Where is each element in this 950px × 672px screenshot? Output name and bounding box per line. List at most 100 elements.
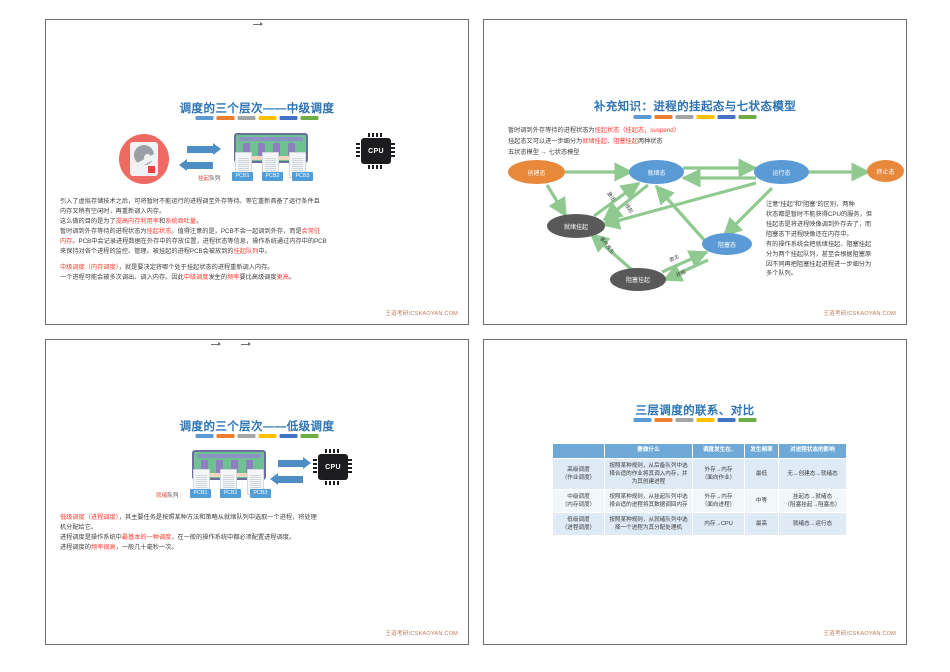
table-header-cell-4: 对进程状态的影响 — [778, 443, 847, 459]
state-node-terminated: 终止态 — [867, 160, 904, 182]
cpu-label: CPU — [325, 463, 341, 471]
slide-body-text: 引入了虚拟存储技术之后，可将暂时不能运行的进程调至外存等待。等它重新具备了运行条… — [60, 197, 458, 283]
table-cell-r1-c0: 中级调度（内存调度） — [552, 488, 605, 514]
page-title: 调度的三个层次——低级调度 — [179, 421, 335, 433]
table-header-cell-2: 调度发生在.. — [692, 443, 745, 459]
pcb-box-3: PCB3 — [250, 489, 271, 498]
cpu-pins-bottom — [325, 481, 339, 485]
cpu-icon: CPU — [361, 138, 391, 164]
title-accent-bars — [195, 434, 319, 438]
text-line: 进程调度是操作系统中最基本的一种调度，在一般的操作系统中都必须配置进程调度。 — [60, 534, 296, 542]
pcb-box-1: PCB1 — [232, 172, 253, 181]
text-line: 来保持对各个进程的监控、管理。被挂起的进程PCB会被放到的挂起队列中。 — [60, 248, 271, 256]
text-line: 状态都是暂时不能获得CPU的服务，但 — [766, 210, 872, 218]
table-cell-r0-c4: 无→创建态→就绪态 — [778, 457, 847, 490]
text-line: 注意“挂起”和“阻塞”的区别，两种 — [766, 201, 855, 208]
text-line: 这么做的目的是为了提高内存利用率和系统吞吐量。 — [60, 218, 203, 226]
table-cell-r2-c1: 按照某种规则，从就绪队列中选择一个进程为其分配处理机 — [604, 512, 693, 537]
text-line: 因不同再把阻塞挂起进程进一步细分为 — [766, 260, 872, 268]
text-line: 中级调度（内存调度），就是要决定将哪个处于挂起状态的进程重新调入内存。 — [60, 264, 274, 272]
state-node-created: 创建态 — [508, 160, 565, 184]
slide-seven-state-model[interactable]: 补充知识：进程的挂起态与七状态模型 暂时调到外存等待的进程状态为挂起状态（挂起态… — [483, 19, 907, 325]
text-line: 挂起态又可以进一步细分为就绪挂起、阻塞挂起两种状态 — [508, 137, 663, 145]
slide-mid-level-scheduling[interactable]: 调度的三个层次——中级调度 — [45, 19, 469, 325]
table-header-cell-0 — [552, 443, 605, 459]
text-line: 进程调度的频率很高，一般几十毫秒一次。 — [60, 544, 178, 552]
cpu-pins-left — [313, 459, 317, 473]
slide-intro-text: 暂时调到外存等待的进程状态为挂起状态（挂起态，suspend） 挂起态又可以进一步… — [508, 126, 878, 159]
text-line: 五状态模型 → 七状态模型 — [508, 148, 580, 156]
title-accent-bars — [633, 115, 757, 119]
text-line: 内存又稍有空闲时，再重新调入内存。 — [60, 208, 166, 216]
text-line: 多个队列。 — [766, 270, 797, 278]
slide-comparison-table[interactable]: 三层调度的联系、对比 要做什么调度发生在..发生频率对进程状态的影响高级调度（作… — [483, 339, 907, 645]
text-line: 内存。PCB中会记录进程数据在外存中的存放位置，进程状态等信息，操作系统通过内存… — [60, 238, 327, 246]
page-title: 三层调度的联系、对比 — [635, 405, 755, 417]
seven-state-diagram: 创建态 就绪态 运行态 终止态 就绪挂起 阻塞态 阻塞挂起 激活 挂起 事件发生… — [484, 20, 906, 324]
side-note-text: 注意“挂起”和“阻塞”的区别，两种状态都是暂时不能获得CPU的服务，但挂起态是将… — [766, 200, 904, 279]
page-title: 补充知识：进程的挂起态与七状态模型 — [593, 101, 797, 113]
diagram-edges — [545, 158, 871, 282]
suspend-queue-label: 挂起队列 — [198, 176, 221, 182]
cpu-pins-left — [356, 143, 360, 157]
title-accent-bars — [195, 116, 319, 120]
cpu-pins-right — [391, 143, 395, 157]
table-cell-r0-c3: 最低 — [744, 457, 779, 490]
state-node-blocked-suspended: 阻塞挂起 — [610, 268, 666, 291]
slide-body-text: 低级调度（进程调度），其主要任务是按照某种方法和策略从就绪队列中选取一个进程，将… — [60, 513, 458, 553]
state-node-ready: 就绪态 — [629, 160, 684, 184]
arrow-to-disk — [179, 159, 213, 171]
table-cell-r1-c2: 外存→内存（面向进程） — [692, 488, 745, 514]
footer-watermark: 王道考研/CSKAOYAN.COM — [823, 631, 896, 637]
cpu-pins-right — [348, 459, 352, 473]
pcb-box-2: PCB2 — [262, 172, 283, 181]
slide-low-level-scheduling[interactable]: 调度的三个层次——低级调度 就绪队列 PCB1 PCB2 PCB3 — [45, 339, 469, 645]
text-line: 挂起态是将进程映像调到外存去了，而 — [766, 220, 872, 228]
cpu-pins-top — [368, 133, 382, 137]
arrow-to-cpu — [278, 457, 311, 469]
footer-watermark: 王道考研/CSKAOYAN.COM — [385, 311, 458, 317]
pcb-link-1 — [211, 342, 221, 346]
footer-watermark: 王道考研/CSKAOYAN.COM — [385, 631, 458, 637]
table-header-cell-1: 要做什么 — [604, 443, 693, 459]
footer-watermark: 王道考研/CSKAOYAN.COM — [823, 311, 896, 317]
pcb-card-1 — [193, 469, 210, 495]
page-title: 调度的三个层次——中级调度 — [179, 103, 335, 115]
pcb-link-2 — [241, 342, 251, 346]
cpu-pins-bottom — [368, 165, 382, 169]
text-line: 分为两个挂起队列，甚至会根据阻塞原 — [766, 250, 872, 258]
cpu-pins-top — [325, 449, 339, 453]
text-line: 机分配给它。 — [60, 524, 98, 532]
pcb-link-1 — [253, 22, 263, 26]
table-row: 低级调度（进程调度）按照某种规则，从就绪队列中选择一个进程为其分配处理机内存→C… — [552, 512, 847, 537]
table-row: 中级调度（内存调度）按照某种规则，从挂起队列中选择合适的进程将其数据调回内存外存… — [552, 488, 847, 514]
slide-grid: 调度的三个层次——中级调度 — [45, 19, 907, 653]
hard-disk-icon — [119, 134, 169, 184]
table-row: 高级调度（作业调度）按照某种规则，从后备队列中选择合适的作业将其调入内存，并为其… — [552, 457, 847, 490]
text-line: 阻塞态下进程映像还在内存中。 — [766, 230, 853, 238]
table-header-cell-3: 发生频率 — [744, 443, 779, 459]
text-line: 暂时调到外存等待的进程状态为挂起状态（挂起态，suspend） — [508, 127, 680, 134]
table-cell-r0-c2: 外存→内存（面向作业） — [692, 457, 745, 490]
arrow-to-memory — [270, 473, 303, 485]
text-line: 引入了虚拟存储技术之后，可将暂时不能运行的进程调至外存等待。等它重新具备了运行条… — [60, 198, 320, 205]
table-cell-r1-c3: 中等 — [744, 488, 779, 514]
table-cell-r2-c3: 最高 — [744, 512, 779, 537]
pcb-box-2: PCB2 — [220, 489, 241, 498]
title-accent-bars — [633, 418, 757, 422]
cpu-icon: CPU — [318, 454, 348, 480]
table-cell-r0-c1: 按照某种规则，从后备队列中选择合适的作业将其调入内存，并为其创建进程 — [604, 457, 693, 490]
state-node-ready-suspended: 就绪挂起 — [547, 214, 605, 238]
scheduling-comparison-table: 要做什么调度发生在..发生频率对进程状态的影响高级调度（作业调度）按照某种规则，… — [552, 443, 847, 537]
text-line: 暂时调到外存等待的进程状态为挂起状态。值得注意的是，PCB不会一起调到外存，而是… — [60, 228, 321, 236]
state-node-running: 运行态 — [754, 160, 809, 184]
table-header-row: 要做什么调度发生在..发生频率对进程状态的影响 — [552, 443, 847, 459]
state-node-blocked: 阻塞态 — [702, 233, 752, 255]
table-cell-r2-c0: 低级调度（进程调度） — [552, 512, 605, 537]
text-line: 低级调度（进程调度），其主要任务是按照某种方法和策略从就绪队列中选取一个进程，将… — [60, 514, 317, 521]
pcb-box-1: PCB1 — [190, 489, 211, 498]
table-cell-r0-c0: 高级调度（作业调度） — [552, 457, 605, 490]
table-cell-r2-c2: 内存→CPU — [692, 512, 745, 537]
ready-queue-label: 就绪队列 — [156, 493, 179, 499]
